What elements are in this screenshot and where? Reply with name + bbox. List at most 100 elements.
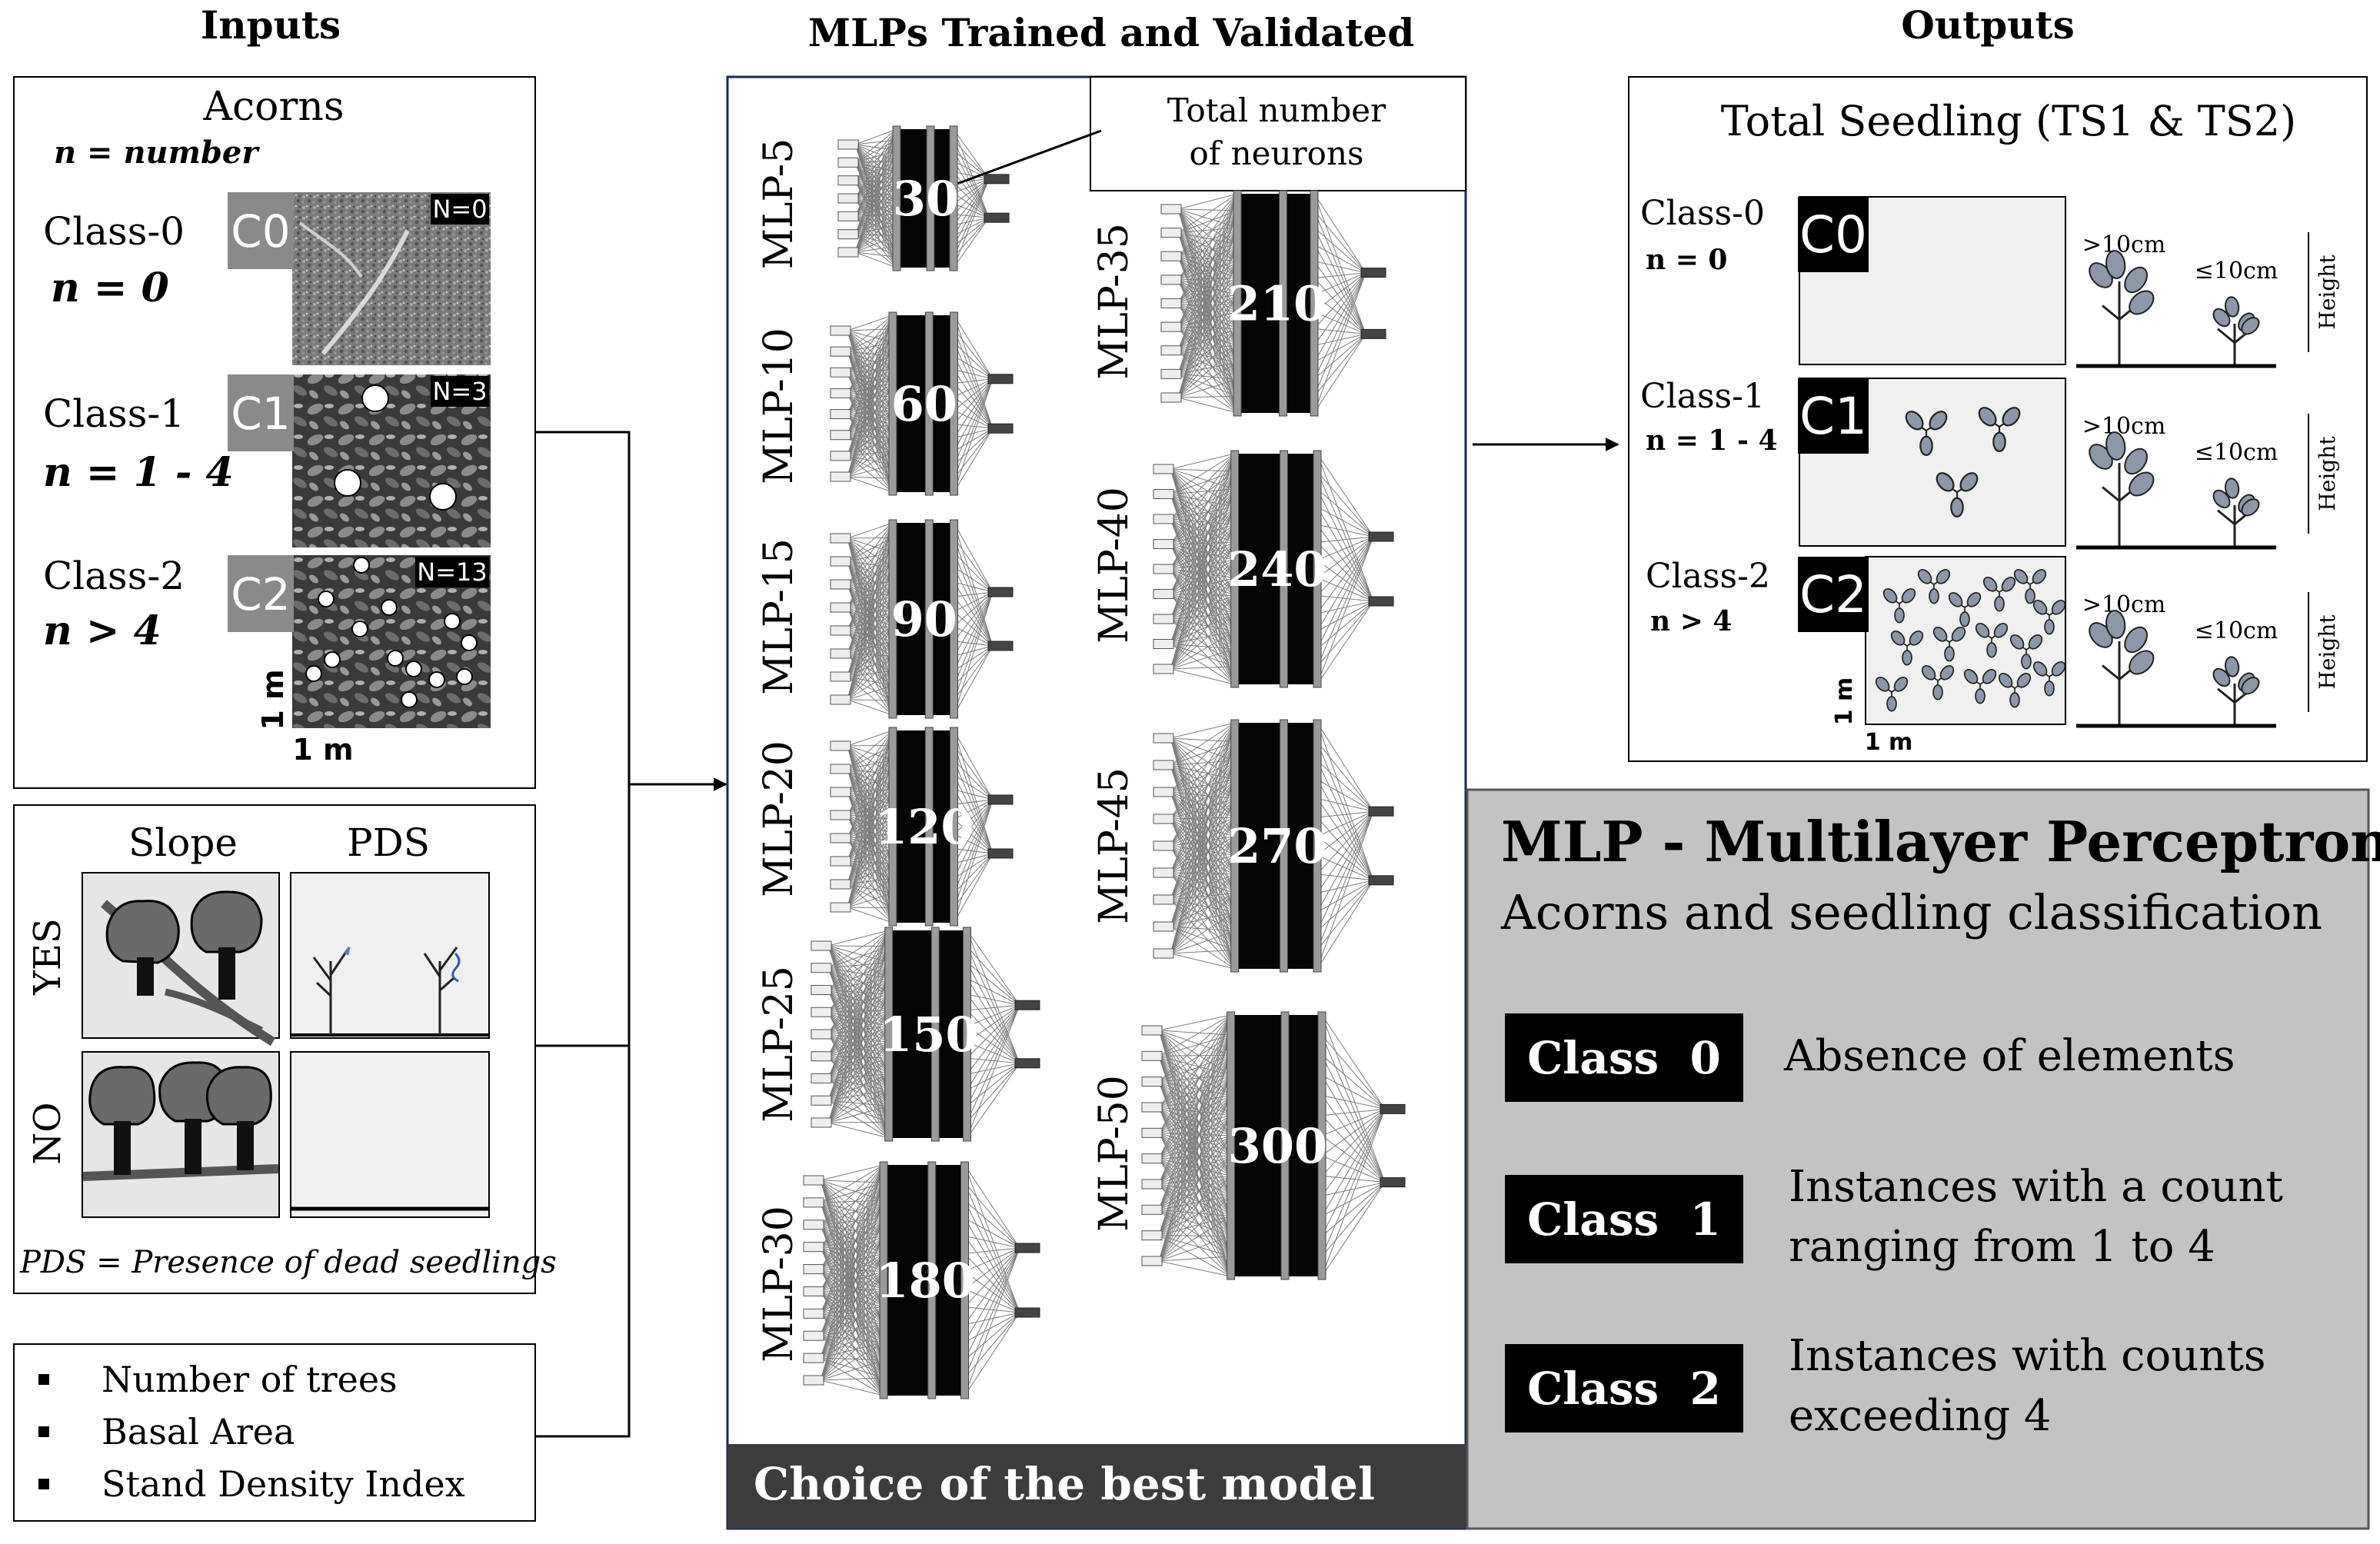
no-label: NO [26,1102,69,1164]
outputs-title: Total Seedling (TS1 & TS2) [1721,97,2296,145]
stand-vars-border [13,1343,536,1522]
mlp-neurons-1: 30 [893,171,959,227]
tall-seedling-icon [2089,431,2155,547]
choice-label: Choice of the best model [754,1458,1375,1510]
seedling-icon [1975,622,2009,658]
mlp-neurons-2: 60 [891,376,957,432]
slope-yes-tree-1 [105,900,180,964]
choice-bar [727,1444,1466,1529]
acorn-badge-1-text: C1 [231,388,290,440]
acorn-class-1-label: Class-1 [43,391,185,436]
out-badge-2-text: C2 [1799,565,1867,624]
legend-badge-0 [1505,1013,1743,1102]
legend-row-1-line-1: ranging from 1 to 4 [1789,1222,2215,1272]
seedling-icon [1963,668,1997,704]
inputs-header: Inputs [201,2,341,48]
short-seedling-icon [2212,478,2260,547]
mlp-name-7: MLP-35 [1091,223,1137,380]
out-badge-0 [1798,197,1869,272]
mlp-name-10: MLP-50 [1091,1075,1137,1232]
callout-line-2: of neurons [1189,135,1363,172]
acorn-badge-0-text: C0 [231,205,290,258]
acorn-markers-2 [305,557,478,708]
callout-line-1: Total number [1167,92,1386,129]
height-tall-label: >10cm [2082,231,2166,258]
seedling-icon [2032,599,2066,635]
acorns-panel: Acorns n = number Class-0 n = 0 C0 N=0 C… [13,76,536,789]
acorn-class-0-label: Class-0 [43,209,185,254]
acorns-title: Acorns [202,84,344,130]
callout-box [1090,76,1466,191]
mlp-neurons-6: 180 [875,1253,974,1309]
seedling-icon [1882,587,1916,624]
short-seedling-icon [2212,296,2260,366]
mlp-network-7: MLP-35 210 [1091,190,1386,417]
mlp-neurons-3: 90 [891,591,957,647]
acorn-count-2: N=13 [417,557,487,587]
out-class-1-n: n = 1 - 4 [1646,424,1778,457]
height-short-label: ≤10cm [2195,258,2278,285]
outputs-header: Outputs [1901,2,2075,48]
legend-badge-0-text: Class 0 [1527,1032,1721,1084]
legend-title: MLP - Multilayer Perceptron [1501,809,2380,874]
acorn-markers-1 [334,384,457,511]
out-seedlings-2 [1875,568,2066,712]
mlp-name-1: MLP-5 [756,138,802,270]
acorn-count-0-bg [431,194,489,225]
out-scale-x: 1 m [1865,729,1913,756]
seedling-icon [2009,634,2043,670]
pds-yes-box [290,872,490,1039]
stand-var-basal: Basal Area [102,1411,295,1452]
acorn-scale-y: 1 m [256,669,290,730]
stand-var-trees: Number of trees [102,1359,398,1400]
short-seedling-icon [2212,656,2260,726]
height-axis-label: Height [2315,255,2340,330]
seedling-icon [1875,676,1909,712]
dead-seedling-1 [312,947,351,1035]
acorn-class-2-label: Class-2 [43,554,185,598]
legend-row-0-line-0: Absence of elements [1783,1031,2235,1081]
acorn-count-1-bg [431,376,489,407]
acorn-badge-2 [228,555,294,632]
out-class-0-n: n = 0 [1646,244,1727,276]
seedling-icon [1890,630,1924,666]
legend-row-1-line-0: Instances with a count [1789,1162,2284,1212]
mlp-neurons-9: 270 [1227,818,1326,874]
out-seedlings-1 [1905,407,2021,518]
mlp-name-8: MLP-40 [1091,487,1137,644]
mlp-neurons-7: 210 [1227,276,1326,332]
legend-row-2-line-0: Instances with counts [1789,1331,2266,1381]
tall-seedling-icon [2089,250,2155,366]
acorns-legend: n = number [54,135,260,171]
acorn-badge-2-text: C2 [231,568,290,621]
mlp-name-4: MLP-20 [756,740,802,897]
mlp-neurons-8: 240 [1227,541,1326,597]
height-tall-label: >10cm [2082,591,2166,618]
out-class-0-label: Class-0 [1640,194,1765,233]
yes-label: YES [26,918,69,996]
mlp-network-1: MLP-5 30 [756,125,1010,271]
slope-no-trees [88,1061,272,1126]
input-connectors [535,431,727,1438]
seedling-icon [1905,411,1948,457]
slope-yes-tree-2 [190,890,263,953]
acorn-class-0-n: n = 0 [51,265,169,311]
height-short-label: ≤10cm [2195,617,2278,644]
seedling-icon [1948,591,1982,627]
out-scale-y: 1 m [1831,677,1858,726]
seedling-icon [1998,672,2032,708]
seedling-icon [1921,664,1955,700]
dead-seedling-2 [423,947,461,1035]
acorn-class-1-n: n = 1 - 4 [43,449,234,496]
tall-seedling-icon [2089,610,2155,726]
acorn-class-2-n: n > 4 [43,607,161,654]
